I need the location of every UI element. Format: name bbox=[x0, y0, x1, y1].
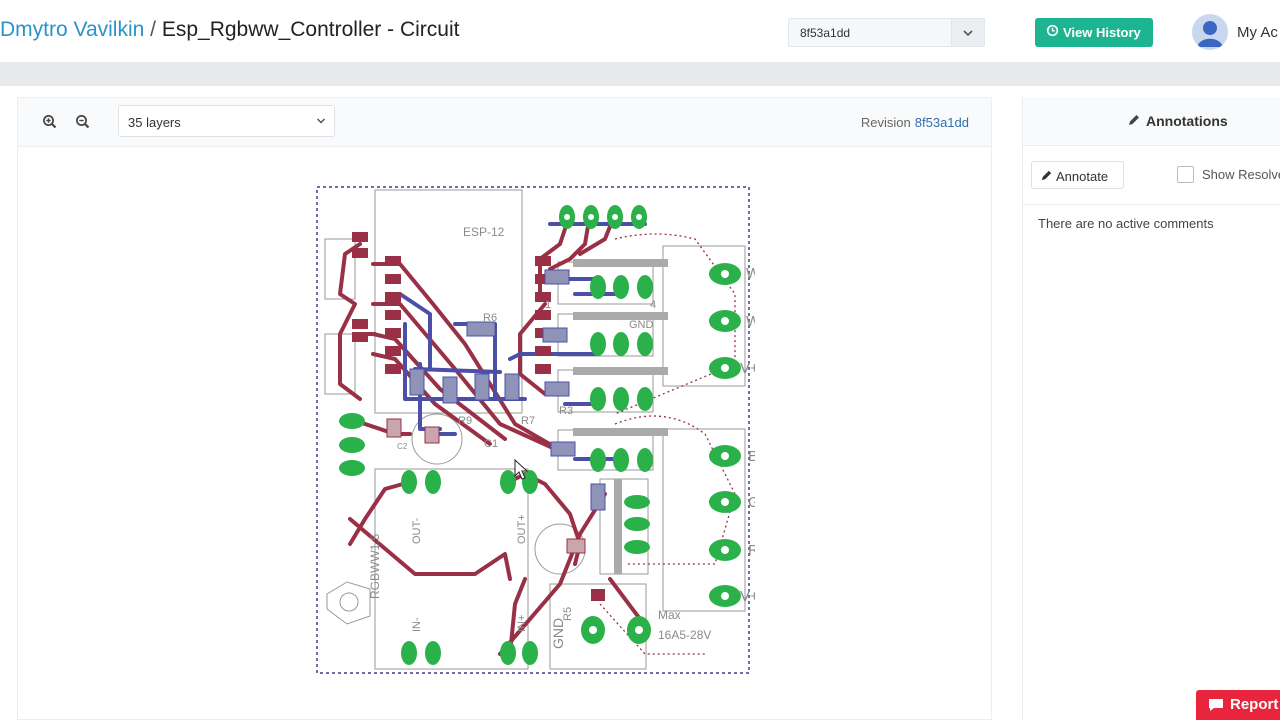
show-resolved-label: Show Resolved bbox=[1202, 167, 1280, 182]
top-bar: Dmytro Vavilkin / Esp_Rgbww_Controller -… bbox=[0, 0, 1280, 62]
output-v2-label: V+ bbox=[740, 588, 755, 605]
chevron-down-icon bbox=[963, 30, 973, 37]
smd-passives bbox=[386, 269, 606, 554]
mouse-cursor-icon bbox=[514, 458, 529, 480]
output-v1-label: V+ bbox=[740, 360, 755, 377]
view-history-button[interactable]: View History bbox=[1035, 18, 1153, 47]
header-pin-1-label: 1 bbox=[545, 299, 551, 311]
silkscreen-labels: ESP-12 R6 R9 R7 R3 C1 C2 1 GND 4 W W V+ … bbox=[368, 225, 755, 649]
mosfet-tabs bbox=[573, 259, 668, 574]
header-pin-gnd-label: GND bbox=[629, 319, 654, 331]
revision-label: Revision bbox=[860, 115, 911, 130]
smd-pads bbox=[352, 232, 605, 601]
annotations-title: Annotations bbox=[1146, 113, 1228, 129]
account-menu[interactable]: My Ac bbox=[1237, 24, 1278, 41]
annotations-panel: Annotations Annotate Show Resolved There… bbox=[1022, 97, 1280, 720]
power-range-label: 16A5-28V bbox=[658, 628, 711, 642]
layers-select[interactable]: 35 layers bbox=[118, 105, 335, 137]
layers-select-value: 35 layers bbox=[128, 115, 181, 130]
pad-holes bbox=[564, 214, 729, 634]
zoom-in-button[interactable] bbox=[41, 113, 59, 131]
power-max-label: Max bbox=[658, 608, 681, 622]
converter-out-plus-label: OUT+ bbox=[516, 514, 528, 544]
output-w2-label: W bbox=[746, 313, 755, 330]
resistor-r3-label: R3 bbox=[559, 405, 573, 417]
page-title: Esp_Rgbww_Controller - Circuit bbox=[161, 18, 460, 41]
empty-comments-message: There are no active comments bbox=[1038, 216, 1214, 231]
show-resolved-checkbox[interactable] bbox=[1177, 166, 1194, 183]
revision-select[interactable]: 8f53a1dd bbox=[788, 18, 985, 47]
header-pin-4-label: 4 bbox=[650, 299, 656, 311]
output-b-label: B bbox=[748, 448, 755, 465]
output-r-label: R bbox=[748, 542, 755, 559]
output-g-label: G bbox=[748, 494, 755, 511]
chevron-down-icon bbox=[316, 118, 326, 124]
breadcrumb-owner-link[interactable]: Dmytro Vavilkin bbox=[0, 18, 145, 41]
zoom-out-icon bbox=[76, 115, 90, 129]
dotted-regions bbox=[599, 233, 736, 655]
revision-select-value: 8f53a1dd bbox=[800, 26, 851, 40]
board-outline bbox=[316, 186, 750, 674]
user-avatar-icon[interactable] bbox=[1192, 14, 1228, 50]
revision-select-toggle[interactable] bbox=[951, 19, 984, 46]
converter-in-minus-label: IN- bbox=[411, 617, 423, 632]
converter-in-plus-label: IN+ bbox=[516, 615, 528, 632]
capacitor-c2-label: C2 bbox=[397, 442, 408, 451]
zoom-in-icon bbox=[43, 115, 57, 129]
report-button[interactable]: Report bbox=[1196, 690, 1280, 720]
view-history-label: View History bbox=[1063, 25, 1141, 40]
pencil-icon bbox=[1129, 115, 1139, 125]
converter-out-minus-label: OUT- bbox=[411, 517, 423, 544]
comment-icon bbox=[1209, 699, 1223, 711]
revision-link[interactable]: 8f53a1dd bbox=[914, 115, 969, 130]
pcb-board[interactable]: ESP-12 R6 R9 R7 R3 C1 C2 1 GND 4 W W V+ … bbox=[315, 184, 755, 679]
output-w1-label: W bbox=[746, 265, 755, 282]
resistor-r9-label: R9 bbox=[458, 415, 472, 427]
power-gnd-label: GND bbox=[550, 618, 566, 649]
annotations-header: Annotations bbox=[1023, 97, 1280, 146]
annotations-divider bbox=[1023, 204, 1280, 205]
annotate-label: Annotate bbox=[1056, 169, 1109, 184]
module-label: ESP-12 bbox=[463, 225, 505, 239]
report-label: Report bbox=[1230, 696, 1279, 713]
pencil-icon bbox=[1041, 170, 1052, 181]
resistor-r6-label: R6 bbox=[483, 312, 497, 324]
zoom-out-button[interactable] bbox=[74, 113, 92, 131]
annotate-button[interactable]: Annotate bbox=[1031, 161, 1124, 189]
resistor-r7-label: R7 bbox=[521, 415, 535, 427]
board-name-label: RGBWW1.5 bbox=[368, 533, 382, 599]
breadcrumb: Dmytro Vavilkin / Esp_Rgbww_Controller -… bbox=[0, 18, 459, 42]
top-separator-band bbox=[0, 62, 1280, 86]
history-icon bbox=[1046, 24, 1059, 37]
breadcrumb-separator: / bbox=[150, 18, 156, 41]
capacitor-c1-label: C1 bbox=[484, 438, 498, 450]
resistor-r5-label: R5 bbox=[562, 607, 574, 621]
